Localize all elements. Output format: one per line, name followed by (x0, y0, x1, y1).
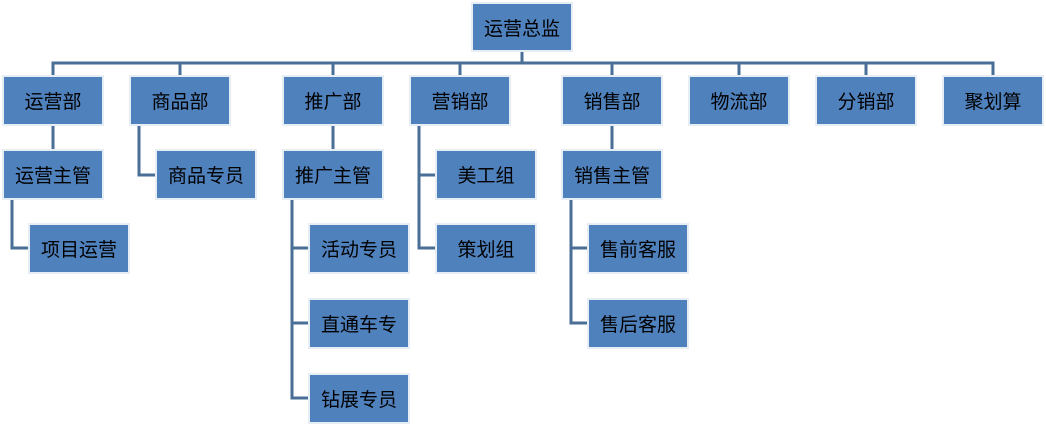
node-promo-zuanzhan: 钻展专员 (308, 373, 410, 424)
node-dept-ops: 运营部 (2, 75, 104, 126)
node-dept-distribution: 分销部 (815, 75, 917, 126)
node-marketing-design: 美工组 (435, 149, 537, 200)
node-promo-manager: 推广主管 (282, 149, 384, 200)
node-marketing-planning: 策划组 (435, 223, 537, 274)
node-dept-sales: 销售部 (561, 75, 663, 126)
node-promo-ztc: 直通车专 (308, 298, 410, 349)
node-dept-marketing: 营销部 (409, 75, 511, 126)
node-sales-presale: 售前客服 (587, 223, 689, 274)
node-sales-aftersale: 售后客服 (587, 298, 689, 349)
node-promo-activity: 活动专员 (308, 223, 410, 274)
node-product-specialist: 商品专员 (155, 149, 257, 200)
node-dept-promo: 推广部 (282, 75, 384, 126)
node-sales-manager: 销售主管 (561, 149, 663, 200)
node-dept-product: 商品部 (129, 75, 231, 126)
node-root: 运营总监 (471, 2, 573, 52)
node-dept-juhuasuan: 聚划算 (942, 75, 1044, 126)
node-dept-logistics: 物流部 (688, 75, 790, 126)
node-ops-project: 项目运营 (28, 223, 130, 274)
node-ops-manager: 运营主管 (2, 149, 104, 200)
